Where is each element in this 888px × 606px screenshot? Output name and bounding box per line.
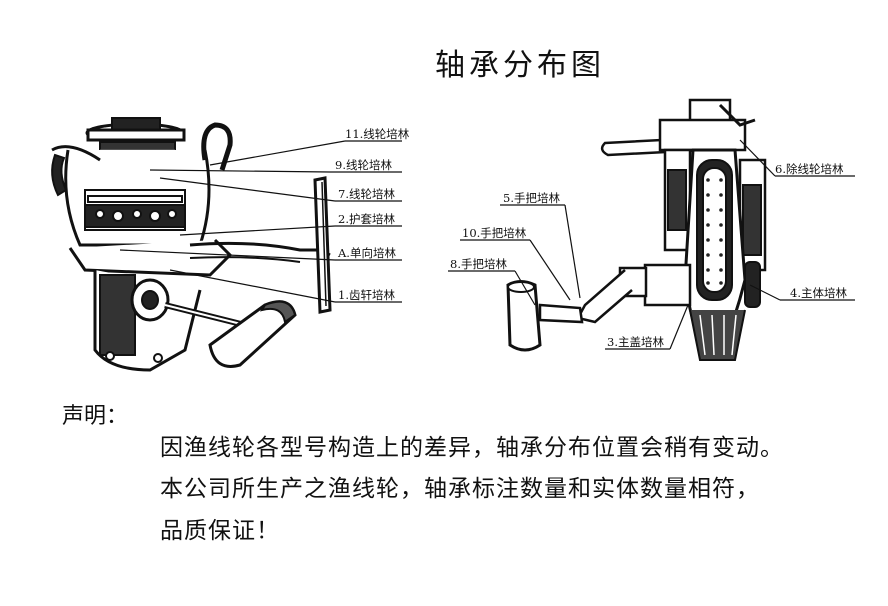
diagram-title: 轴承分布图 xyxy=(435,48,605,83)
label-handle-bearing-8: 8.手把培林 xyxy=(450,257,507,271)
label-line-roller-bearing-7: 7.线轮培林 xyxy=(338,187,395,201)
label-line-roller-bearing-6: 6.除线轮培林 xyxy=(775,162,844,176)
label-one-way-bearing-a: A.单向培林 xyxy=(338,246,396,260)
right-reel-drawing xyxy=(448,98,855,361)
label-main-cover-bearing-3: 3.主盖培林 xyxy=(607,335,664,349)
label-line-roller-bearing-11: 11.线轮培林 xyxy=(345,127,410,141)
label-handle-bearing-5: 5.手把培林 xyxy=(503,191,560,205)
declaration-line-2: 本公司所生产之渔线轮，轴承标注数量和实体数量相符， xyxy=(160,476,760,502)
label-sleeve-bearing-2: 2.护套培林 xyxy=(338,212,395,226)
left-reel-drawing xyxy=(51,117,402,372)
label-handle-bearing-10: 10.手把培林 xyxy=(462,226,527,240)
label-gear-bearing-1: 1.齿轩培林 xyxy=(338,288,395,302)
declaration-line-3: 品质保证！ xyxy=(160,518,280,544)
label-body-bearing-4: 4.主体培林 xyxy=(790,286,847,300)
label-line-roller-bearing-9: 9.线轮培林 xyxy=(335,158,392,172)
declaration-heading: 声明： xyxy=(62,404,129,429)
declaration-line-1: 因渔线轮各型号构造上的差异，轴承分布位置会稍有变动。 xyxy=(160,435,784,461)
